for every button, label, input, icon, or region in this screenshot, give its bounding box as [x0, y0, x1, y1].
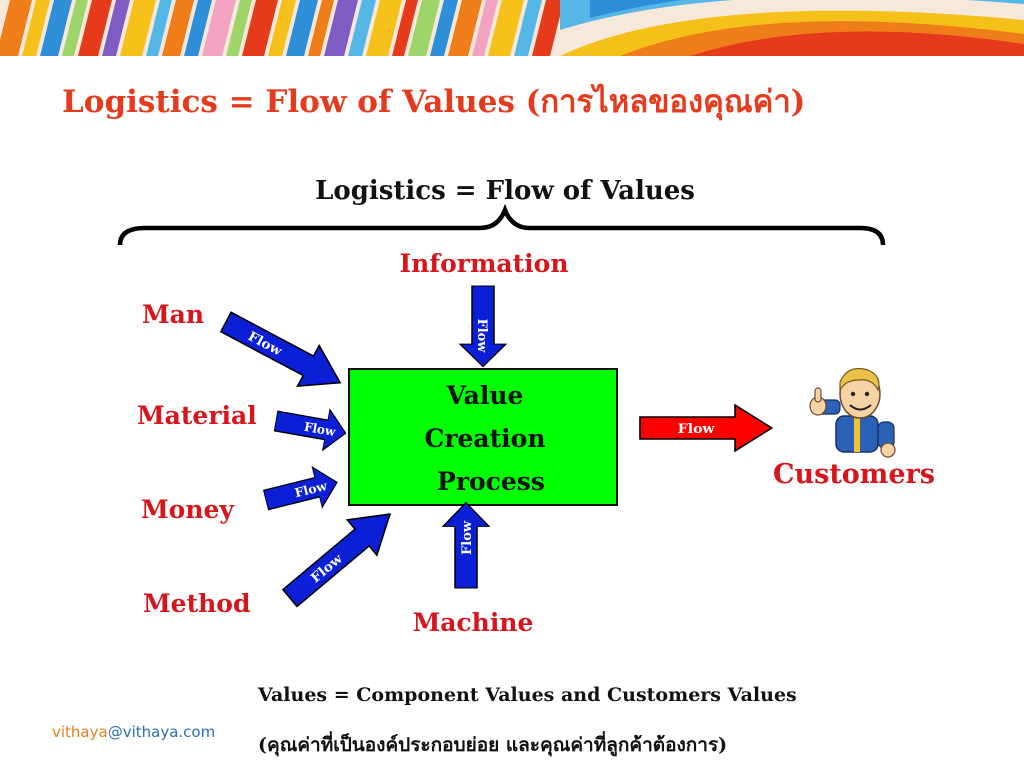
flow-arrow-material: Flow — [271, 399, 350, 455]
flow-label: Flow — [460, 520, 475, 555]
flow-arrow-method: Flow — [274, 495, 406, 617]
flow-label: Flow — [474, 319, 489, 354]
flow-arrow-customers: Flow — [639, 404, 773, 452]
curly-brace — [117, 203, 886, 246]
thumbs-up-mascot-icon — [809, 367, 896, 458]
input-label-money: Money — [141, 495, 235, 524]
author-email[interactable]: vithaya@vithaya.com — [52, 723, 215, 741]
input-label-information: Information — [399, 249, 568, 278]
input-label-material: Material — [137, 401, 257, 430]
input-label-method: Method — [143, 589, 250, 618]
values-note-thai: (คุณค่าที่เป็นองค์ประกอบย่อย และคุณค่าที… — [258, 734, 728, 756]
input-label-machine: Machine — [413, 608, 534, 637]
process-line-2: Creation — [424, 424, 545, 453]
email-domain: @vithaya.com — [107, 723, 216, 741]
flow-label: Flow — [303, 420, 337, 439]
value-creation-process-box — [348, 368, 618, 506]
flow-arrow-machine: Flow — [442, 501, 490, 589]
output-label-customers: Customers — [773, 459, 935, 490]
flow-label: Flow — [678, 421, 715, 436]
flow-arrow-man: Flow — [214, 300, 352, 404]
process-line-1: Value — [446, 381, 524, 410]
slide-title: Logistics = Flow of Values (การไหลของคุณ… — [62, 84, 806, 120]
brace-label: Logistics = Flow of Values — [315, 176, 695, 206]
flow-arrow-money: Flow — [260, 461, 343, 521]
flow-arrow-information: Flow — [459, 285, 507, 368]
input-label-man: Man — [142, 300, 204, 329]
header-stripes — [0, 0, 1024, 56]
email-user: vithaya — [52, 723, 108, 741]
process-line-3: Process — [437, 467, 545, 496]
values-note: Values = Component Values and Customers … — [258, 684, 797, 706]
